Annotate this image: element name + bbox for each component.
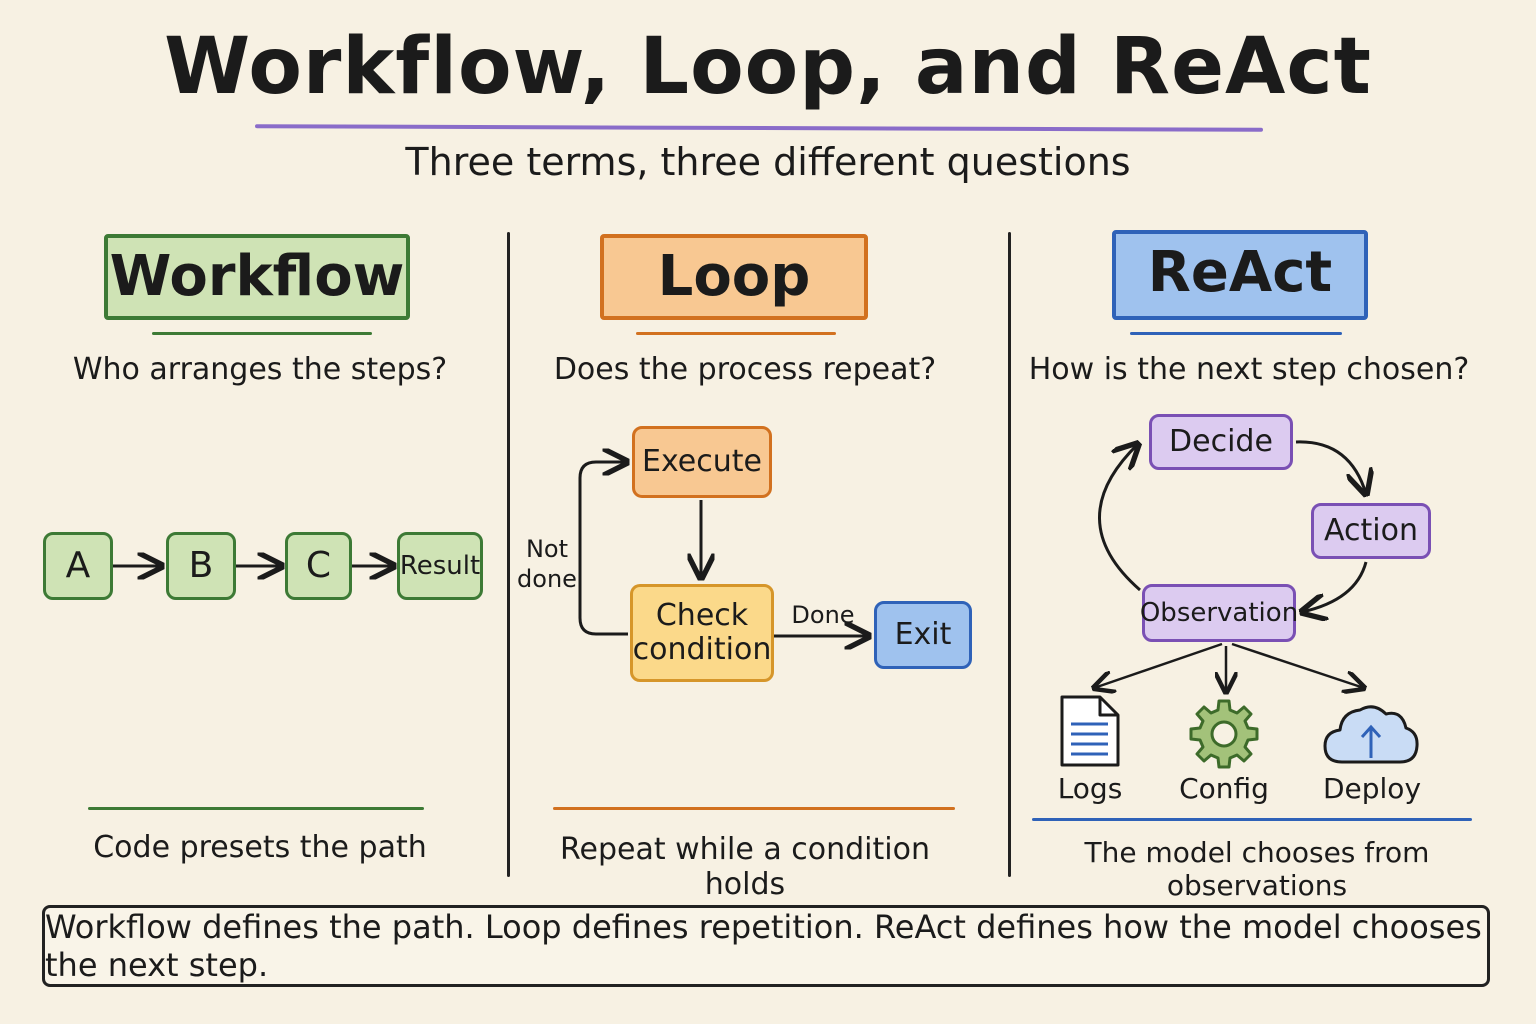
- workflow-node-c: C: [285, 532, 352, 600]
- gear-icon: [1189, 699, 1259, 769]
- react-decide-node: Decide: [1149, 414, 1293, 470]
- loop-exit-node: Exit: [874, 601, 972, 669]
- cloud-upload-icon: [1323, 705, 1419, 764]
- column-divider-1: [507, 232, 510, 877]
- page-title: Workflow, Loop, and ReAct: [164, 22, 1372, 112]
- arrow-decide-action: [1295, 440, 1366, 494]
- workflow-footer-line: [88, 807, 424, 810]
- workflow-tag-underline: [152, 332, 372, 335]
- loop-execute-node: Execute: [632, 426, 772, 498]
- react-tag-underline: [1130, 332, 1342, 335]
- arrow-observation-deploy: [1231, 642, 1364, 688]
- react-footer: The model chooses from observations: [1084, 836, 1430, 902]
- loop-not-done-label: Not done: [517, 535, 577, 593]
- react-observation-node: Observation: [1140, 584, 1298, 642]
- workflow-node-b: B: [166, 532, 236, 600]
- loop-tag-underline: [636, 332, 836, 335]
- react-tag: ReAct: [1112, 230, 1368, 320]
- arrow-observation-logs: [1094, 642, 1223, 688]
- logs-label: Logs: [1057, 772, 1123, 805]
- config-label: Config: [1179, 772, 1269, 805]
- workflow-question: Who arranges the steps?: [72, 352, 448, 387]
- arrow-action-observation: [1302, 561, 1368, 612]
- loop-done-label: Done: [791, 601, 855, 629]
- column-divider-2: [1008, 232, 1011, 877]
- summary-box: Workflow defines the path. Loop defines …: [42, 905, 1490, 987]
- workflow-footer: Code presets the path: [93, 830, 427, 865]
- arrow-observation-decide: [1098, 444, 1140, 592]
- loop-footer-line: [553, 807, 955, 810]
- page-subtitle: Three terms, three different questions: [405, 140, 1131, 184]
- workflow-tag: Workflow: [104, 234, 410, 320]
- loop-check-node: Check condition: [630, 584, 774, 682]
- loop-tag: Loop: [600, 234, 868, 320]
- deploy-label: Deploy: [1322, 772, 1422, 805]
- workflow-node-a: A: [43, 532, 113, 600]
- summary-text: Workflow defines the path. Loop defines …: [45, 908, 1482, 984]
- loop-footer: Repeat while a condition holds: [560, 832, 930, 902]
- react-footer-line: [1032, 818, 1472, 821]
- loop-question: Does the process repeat?: [553, 352, 937, 387]
- workflow-node-result: Result: [397, 532, 483, 600]
- react-action-node: Action: [1311, 503, 1431, 559]
- arrow-not-done-loop: [578, 462, 628, 636]
- document-icon: [1060, 695, 1120, 767]
- react-question: How is the next step chosen?: [1028, 352, 1470, 387]
